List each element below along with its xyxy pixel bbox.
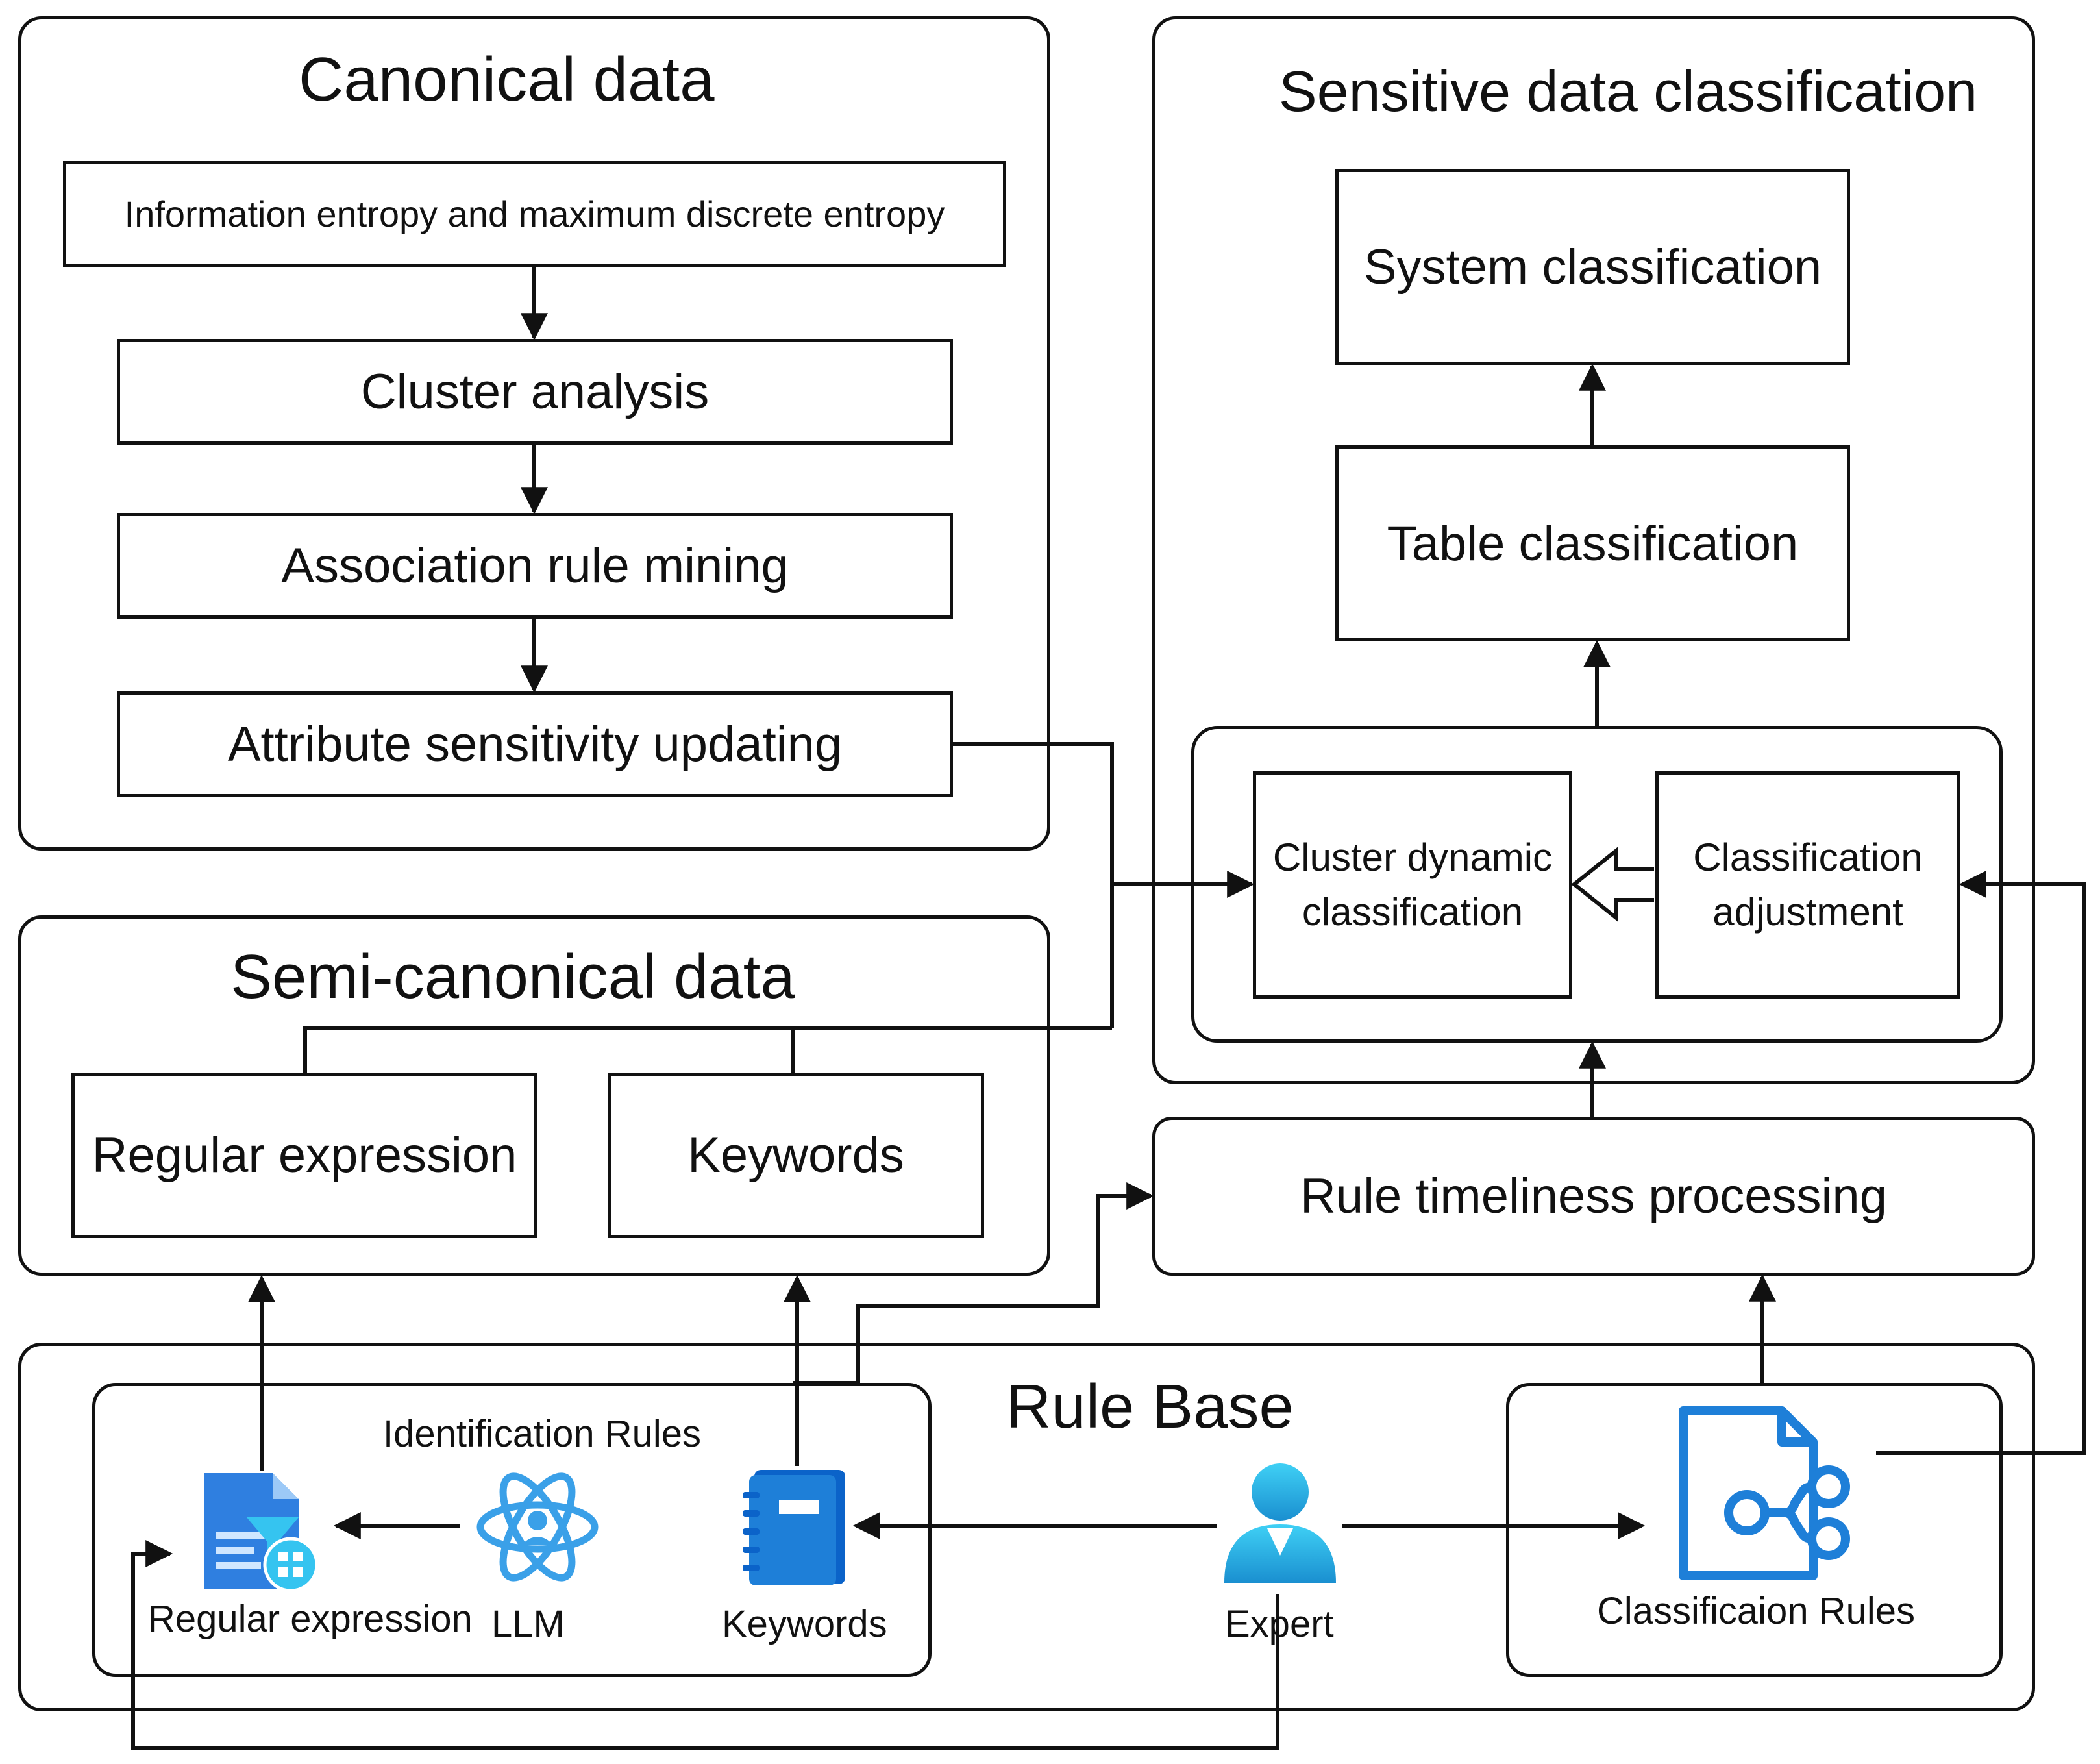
rule-base-title: Rule Base [1006,1372,1294,1441]
association-rule-mining-box: Association rule mining [117,513,953,619]
arrow-expert-loop-to-regex [131,1540,1279,1750]
arrow-classrules-to-adjustment [1876,871,2086,1455]
table-classification-box: Table classification [1335,445,1850,641]
arrow-identification-to-timeliness [793,1182,1154,1385]
keywords-label: Keywords [687,1128,904,1183]
semi-canonical-data-title: Semi-canonical data [230,942,795,1012]
llm-rule-label: LLM [491,1603,565,1645]
keywords-rule-label: Keywords [722,1603,887,1645]
canonical-data-title: Canonical data [299,45,715,114]
association-rule-mining-label: Association rule mining [281,538,789,593]
person-icon [1224,1463,1336,1583]
system-classification-label: System classification [1363,239,1822,295]
classification-adjustment-box: Classification adjustment [1655,771,1960,999]
cluster-analysis-label: Cluster analysis [360,364,710,419]
keywords-box: Keywords [608,1073,984,1238]
regex-rule-label: Regular expression [148,1598,473,1640]
regular-expression-label: Regular expression [92,1128,517,1183]
attribute-sensitivity-box: Attribute sensitivity updating [117,691,953,797]
rule-timeliness-panel: Rule timeliness processing [1152,1117,2035,1276]
line-attribute-to-dynamic [953,742,1114,1028]
sensitive-classification-title: Sensitive data classification [1279,59,1978,123]
classification-adjustment-label: Classification adjustment [1693,836,1923,934]
cluster-dynamic-classification-box: Cluster dynamic classification [1253,771,1572,999]
rule-timeliness-label: Rule timeliness processing [1300,1169,1887,1224]
document-flow-icon [1679,1406,1850,1580]
classification-rules-label: Classificaion Rules [1597,1590,1915,1632]
information-entropy-label: Information entropy and maximum discrete… [124,193,945,234]
cluster-dynamic-classification-label: Cluster dynamic classification [1272,836,1553,934]
table-classification-label: Table classification [1387,516,1799,571]
identification-rules-title: Identification Rules [383,1413,702,1455]
cluster-analysis-box: Cluster analysis [117,339,953,445]
notebook-icon [743,1470,845,1585]
document-filter-icon [204,1473,319,1593]
information-entropy-box: Information entropy and maximum discrete… [63,161,1006,267]
hollow-arrow-adjustment-to-dynamic [1571,846,1654,923]
system-classification-box: System classification [1335,169,1850,365]
atom-person-icon [476,1472,599,1582]
line-semi-to-dynamic [303,1026,1112,1073]
regular-expression-box: Regular expression [71,1073,537,1238]
attribute-sensitivity-label: Attribute sensitivity updating [227,717,843,772]
